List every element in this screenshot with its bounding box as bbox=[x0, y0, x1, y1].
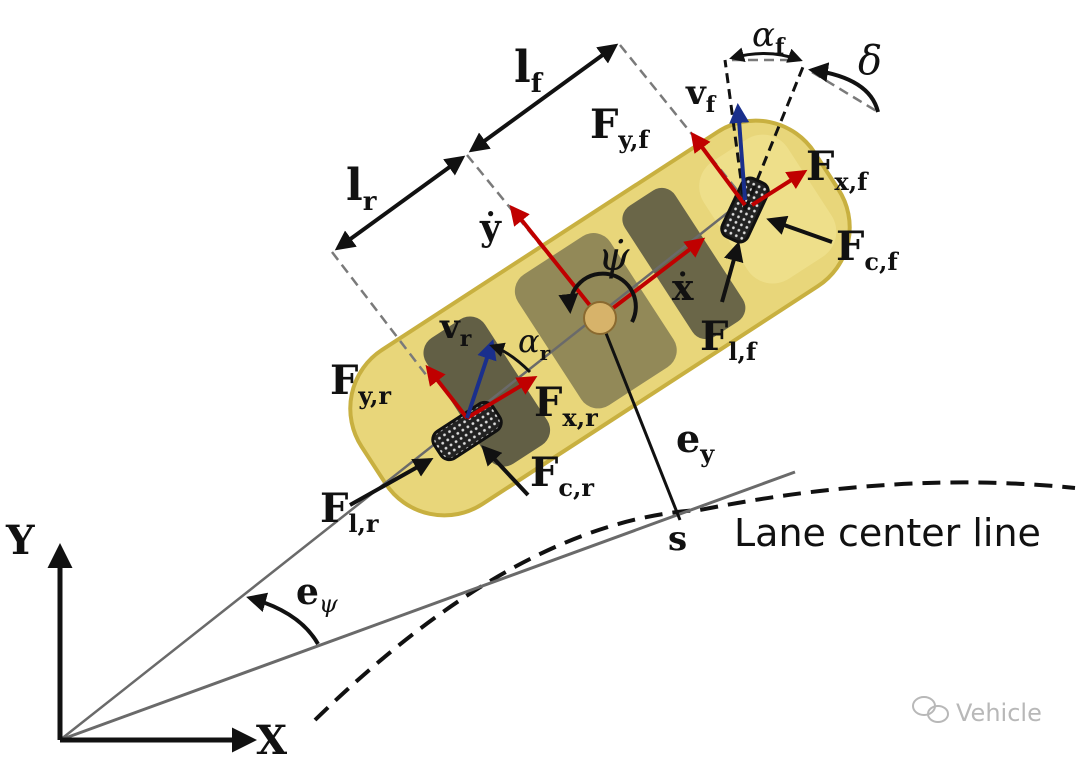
label-Fyf: Fy,f bbox=[590, 101, 650, 154]
label-vf: vf bbox=[685, 73, 717, 118]
label-ey: ey bbox=[676, 416, 715, 468]
vr-arrow bbox=[465, 339, 497, 419]
label-Fyr: Fy,r bbox=[330, 357, 391, 410]
Fyr-arrow bbox=[425, 364, 469, 420]
alpha-f-arc bbox=[729, 47, 803, 63]
label-Fxr: Fx,r bbox=[534, 379, 598, 432]
label-s: s bbox=[668, 519, 687, 559]
lane-center-line bbox=[313, 480, 1076, 722]
watermark: Vehicle bbox=[912, 696, 1042, 727]
label-Flr: Fl,r bbox=[320, 485, 379, 538]
rear-wheel bbox=[431, 400, 503, 462]
label-axis-x: X bbox=[256, 717, 287, 757]
vehicle-axis-line bbox=[59, 194, 751, 741]
lane-tangent-line bbox=[59, 470, 796, 742]
lane-center-line-caption: Lane center line bbox=[734, 511, 1041, 555]
label-alpha-f: αf bbox=[752, 15, 786, 60]
label-Fxf: Fx,f bbox=[806, 143, 869, 196]
Fxr-arrow bbox=[465, 375, 538, 420]
label-Fcf: Fc,f bbox=[836, 223, 899, 276]
front-steer-direction bbox=[743, 61, 807, 211]
lf-dimension-arrow bbox=[468, 43, 619, 153]
label-axis-y: Y bbox=[5, 517, 35, 564]
chat-bubble-icon bbox=[912, 696, 949, 723]
center-of-gravity bbox=[583, 301, 617, 335]
epsi-arc bbox=[246, 592, 320, 646]
label-delta: δ bbox=[858, 38, 882, 84]
Fcf-arrow bbox=[766, 215, 833, 244]
windshield bbox=[622, 187, 746, 340]
ydot-arrow bbox=[509, 204, 602, 320]
label-Fcr: Fc,r bbox=[530, 449, 594, 502]
vf-arrow bbox=[729, 103, 750, 201]
lateral-error-line bbox=[598, 317, 682, 521]
label-vr: vr bbox=[439, 307, 472, 352]
xdot-arrow bbox=[598, 237, 706, 320]
Fxf-arrow bbox=[750, 169, 808, 207]
Flf-arrow bbox=[720, 241, 744, 303]
front-wheel-heading bbox=[723, 59, 747, 211]
lr-dimension-arrow bbox=[334, 155, 466, 251]
alpha-r-arc bbox=[489, 342, 532, 374]
label-psidot: ψ̇ bbox=[598, 234, 630, 280]
label-lr: lr bbox=[346, 160, 377, 217]
label-xdot: ẋ bbox=[672, 267, 694, 309]
label-lf: lf bbox=[514, 42, 544, 99]
Fcr-arrow bbox=[481, 445, 530, 497]
yaw-rate-arc bbox=[558, 271, 638, 323]
watermark-text: Vehicle bbox=[956, 699, 1042, 727]
label-Flf: Fl,f bbox=[700, 313, 758, 366]
Fyf-arrow bbox=[690, 131, 747, 207]
label-epsi: eψ bbox=[296, 571, 339, 618]
label-alpha-r: αr bbox=[518, 322, 551, 365]
Flr-arrow bbox=[349, 458, 434, 507]
rear-window bbox=[423, 316, 551, 467]
delta-arc bbox=[808, 62, 880, 113]
label-ydot: ẏ bbox=[479, 207, 502, 249]
